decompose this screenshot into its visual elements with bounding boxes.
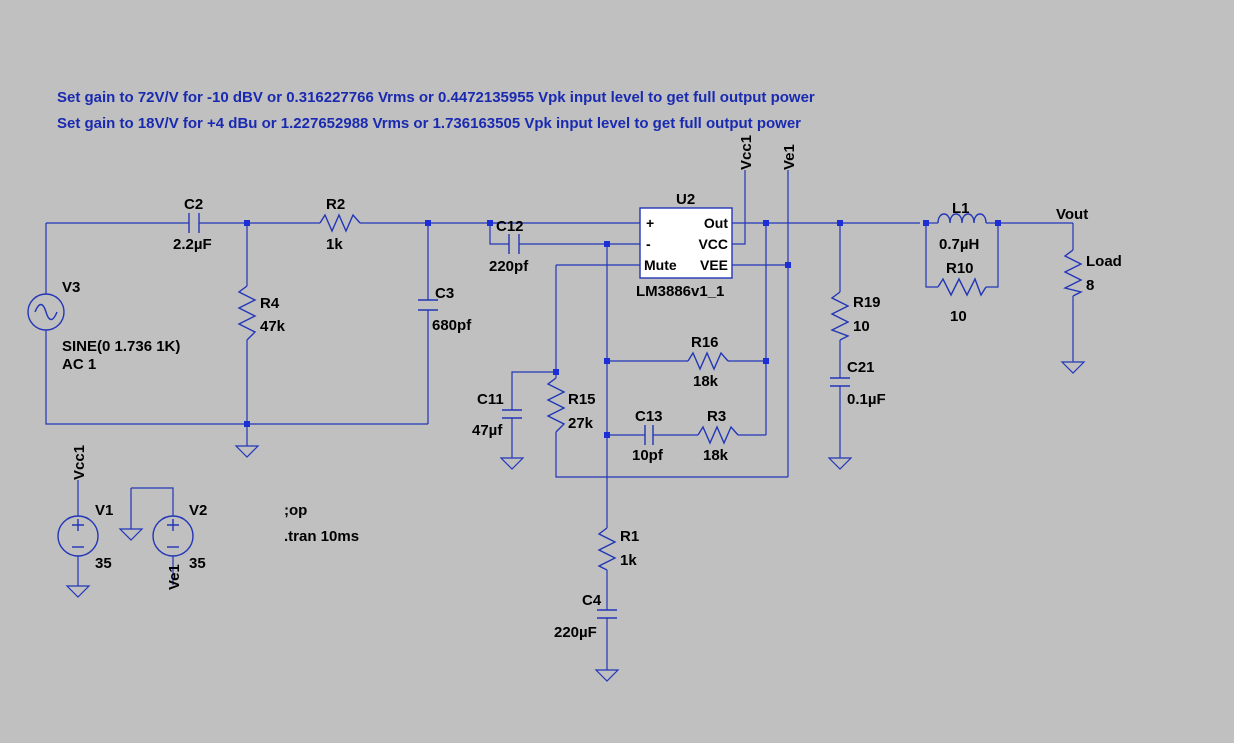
load-value: 8 [1086, 277, 1094, 294]
r15-value: 27k [568, 415, 594, 432]
c21-value: 0.1µF [847, 391, 886, 408]
c3-value: 680pf [432, 317, 472, 334]
opamp-wires [489, 170, 920, 670]
capacitor-c11[interactable] [502, 409, 522, 419]
c4-value: 220µF [554, 624, 597, 641]
v1-value: 35 [95, 555, 112, 572]
capacitor-c21[interactable] [830, 377, 850, 387]
source-v1[interactable] [57, 515, 99, 557]
opamp-pin-vee: VEE [700, 257, 728, 273]
directive-tran: .tran 10ms [284, 528, 359, 545]
r3-name: R3 [707, 408, 726, 425]
c4-name: C4 [582, 592, 602, 609]
resistor-load[interactable] [1062, 249, 1084, 297]
resistor-r2[interactable] [319, 213, 361, 233]
opamp-pin-minus: - [646, 236, 651, 252]
v1-net-vcc1: Vcc1 [71, 445, 88, 480]
net-label-vcc1: Vcc1 [738, 135, 755, 170]
c11-value: 47µf [472, 422, 503, 439]
capacitor-c3[interactable] [418, 299, 438, 311]
c13-value: 10pf [632, 447, 664, 464]
capacitor-c13[interactable] [644, 425, 654, 445]
r10-name: R10 [946, 260, 974, 277]
annotation-gain-18: Set gain to 18V/V for +4 dBu or 1.227652… [57, 115, 801, 132]
input-wires [45, 222, 501, 446]
r15-name: R15 [568, 391, 596, 408]
capacitor-c2[interactable] [188, 213, 200, 233]
c3-name: C3 [435, 285, 454, 302]
v1-name: V1 [95, 502, 113, 519]
c21-name: C21 [847, 359, 875, 376]
resistor-r1[interactable] [597, 527, 617, 571]
opamp-model: LM3886v1_1 [636, 283, 724, 300]
c11-name: C11 [477, 391, 504, 408]
opamp-pin-plus: + [646, 215, 654, 231]
v2-name: V2 [189, 502, 207, 519]
ground-input-icon [234, 445, 260, 458]
c12-value: 220pf [489, 258, 529, 275]
c12-name: C12 [496, 218, 524, 235]
resistor-r19[interactable] [830, 291, 850, 341]
l1-value: 0.7µH [939, 236, 979, 253]
r2-name: R2 [326, 196, 345, 213]
ground-v2-icon [118, 528, 144, 541]
r19-name: R19 [853, 294, 881, 311]
opamp-pin-out: Out [704, 215, 728, 231]
net-label-vout: Vout [1056, 206, 1088, 223]
ground-v1-icon [65, 585, 91, 598]
resistor-r16[interactable] [687, 351, 729, 371]
v2-value: 35 [189, 555, 206, 572]
opamp-pin-mute: Mute [644, 257, 677, 273]
v3-name: V3 [62, 279, 80, 296]
resistor-r15[interactable] [546, 377, 566, 433]
r1-value: 1k [620, 552, 637, 569]
ground-c21-icon [827, 457, 853, 470]
resistor-r4[interactable] [237, 285, 257, 341]
source-v2[interactable] [152, 515, 194, 557]
supply-wires [77, 480, 174, 586]
r4-value: 47k [260, 318, 286, 335]
c2-name: C2 [184, 196, 203, 213]
v3-ac: AC 1 [62, 356, 96, 373]
source-v3[interactable] [27, 293, 65, 331]
opamp-name: U2 [676, 191, 695, 208]
c2-value: 2.2µF [173, 236, 212, 253]
ground-c11-icon [499, 457, 525, 470]
r3-value: 18k [703, 447, 729, 464]
capacitor-c12[interactable] [508, 234, 520, 254]
load-name: Load [1086, 253, 1122, 270]
resistor-r3[interactable] [697, 425, 739, 445]
l1-name: L1 [952, 200, 970, 217]
r16-value: 18k [693, 373, 719, 390]
v3-function: SINE(0 1.736 1K) [62, 338, 180, 355]
capacitor-c4[interactable] [597, 609, 617, 619]
output-wires [839, 222, 1074, 458]
r10-value: 10 [950, 308, 967, 325]
annotation-gain-72: Set gain to 72V/V for -10 dBV or 0.31622… [57, 89, 815, 106]
r1-name: R1 [620, 528, 639, 545]
directive-op: ;op [284, 502, 307, 519]
junction-nodes [244, 220, 1001, 438]
net-label-ve1: Ve1 [781, 144, 798, 170]
c13-name: C13 [635, 408, 663, 425]
r2-value: 1k [326, 236, 343, 253]
r16-name: R16 [691, 334, 719, 351]
ground-c4-icon [594, 669, 620, 682]
ground-load-icon [1060, 361, 1086, 374]
v2-net-ve1: Ve1 [166, 564, 183, 590]
resistor-r10[interactable] [937, 277, 987, 297]
opamp-pin-vcc: VCC [698, 236, 728, 252]
r19-value: 10 [853, 318, 870, 335]
r4-name: R4 [260, 295, 280, 312]
inductor-l1[interactable] [937, 213, 987, 224]
opamp-u2-body[interactable] [639, 207, 733, 279]
